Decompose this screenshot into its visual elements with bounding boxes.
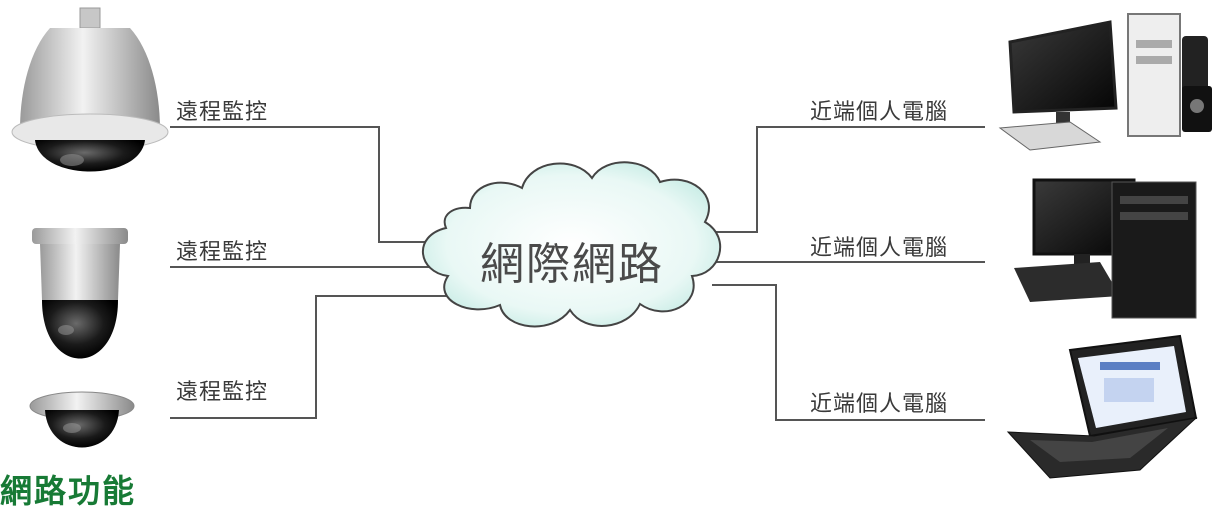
left-connector-3 (170, 295, 450, 419)
right-connector-1 (700, 126, 985, 233)
ptz-dome-camera-icon (11, 7, 169, 172)
right-link-label-3: 近端個人電腦 (810, 392, 949, 417)
right-link-label-2: 近端個人電腦 (810, 236, 949, 261)
network-diagram (11, 7, 1212, 479)
left-link-label-3: 遠程監控 (176, 380, 269, 405)
left-connector-1 (170, 126, 460, 243)
desktop-pc-icon (998, 13, 1212, 151)
right-link-label-1: 近端個人電腦 (810, 100, 949, 125)
laptop-icon (1006, 334, 1198, 479)
right-connector-3 (712, 284, 985, 421)
desktop-pc-icon (1014, 178, 1197, 319)
connector-lines (170, 126, 985, 421)
mini-dome-camera-icon (32, 228, 128, 359)
network-label: 網際網路 (480, 239, 664, 290)
left-link-label-2: 遠程監控 (176, 240, 269, 265)
ceiling-dome-camera-icon (29, 391, 135, 448)
internet-cloud (421, 161, 722, 328)
left-link-label-1: 遠程監控 (176, 100, 269, 125)
footer-title: 網路功能 (0, 472, 137, 510)
